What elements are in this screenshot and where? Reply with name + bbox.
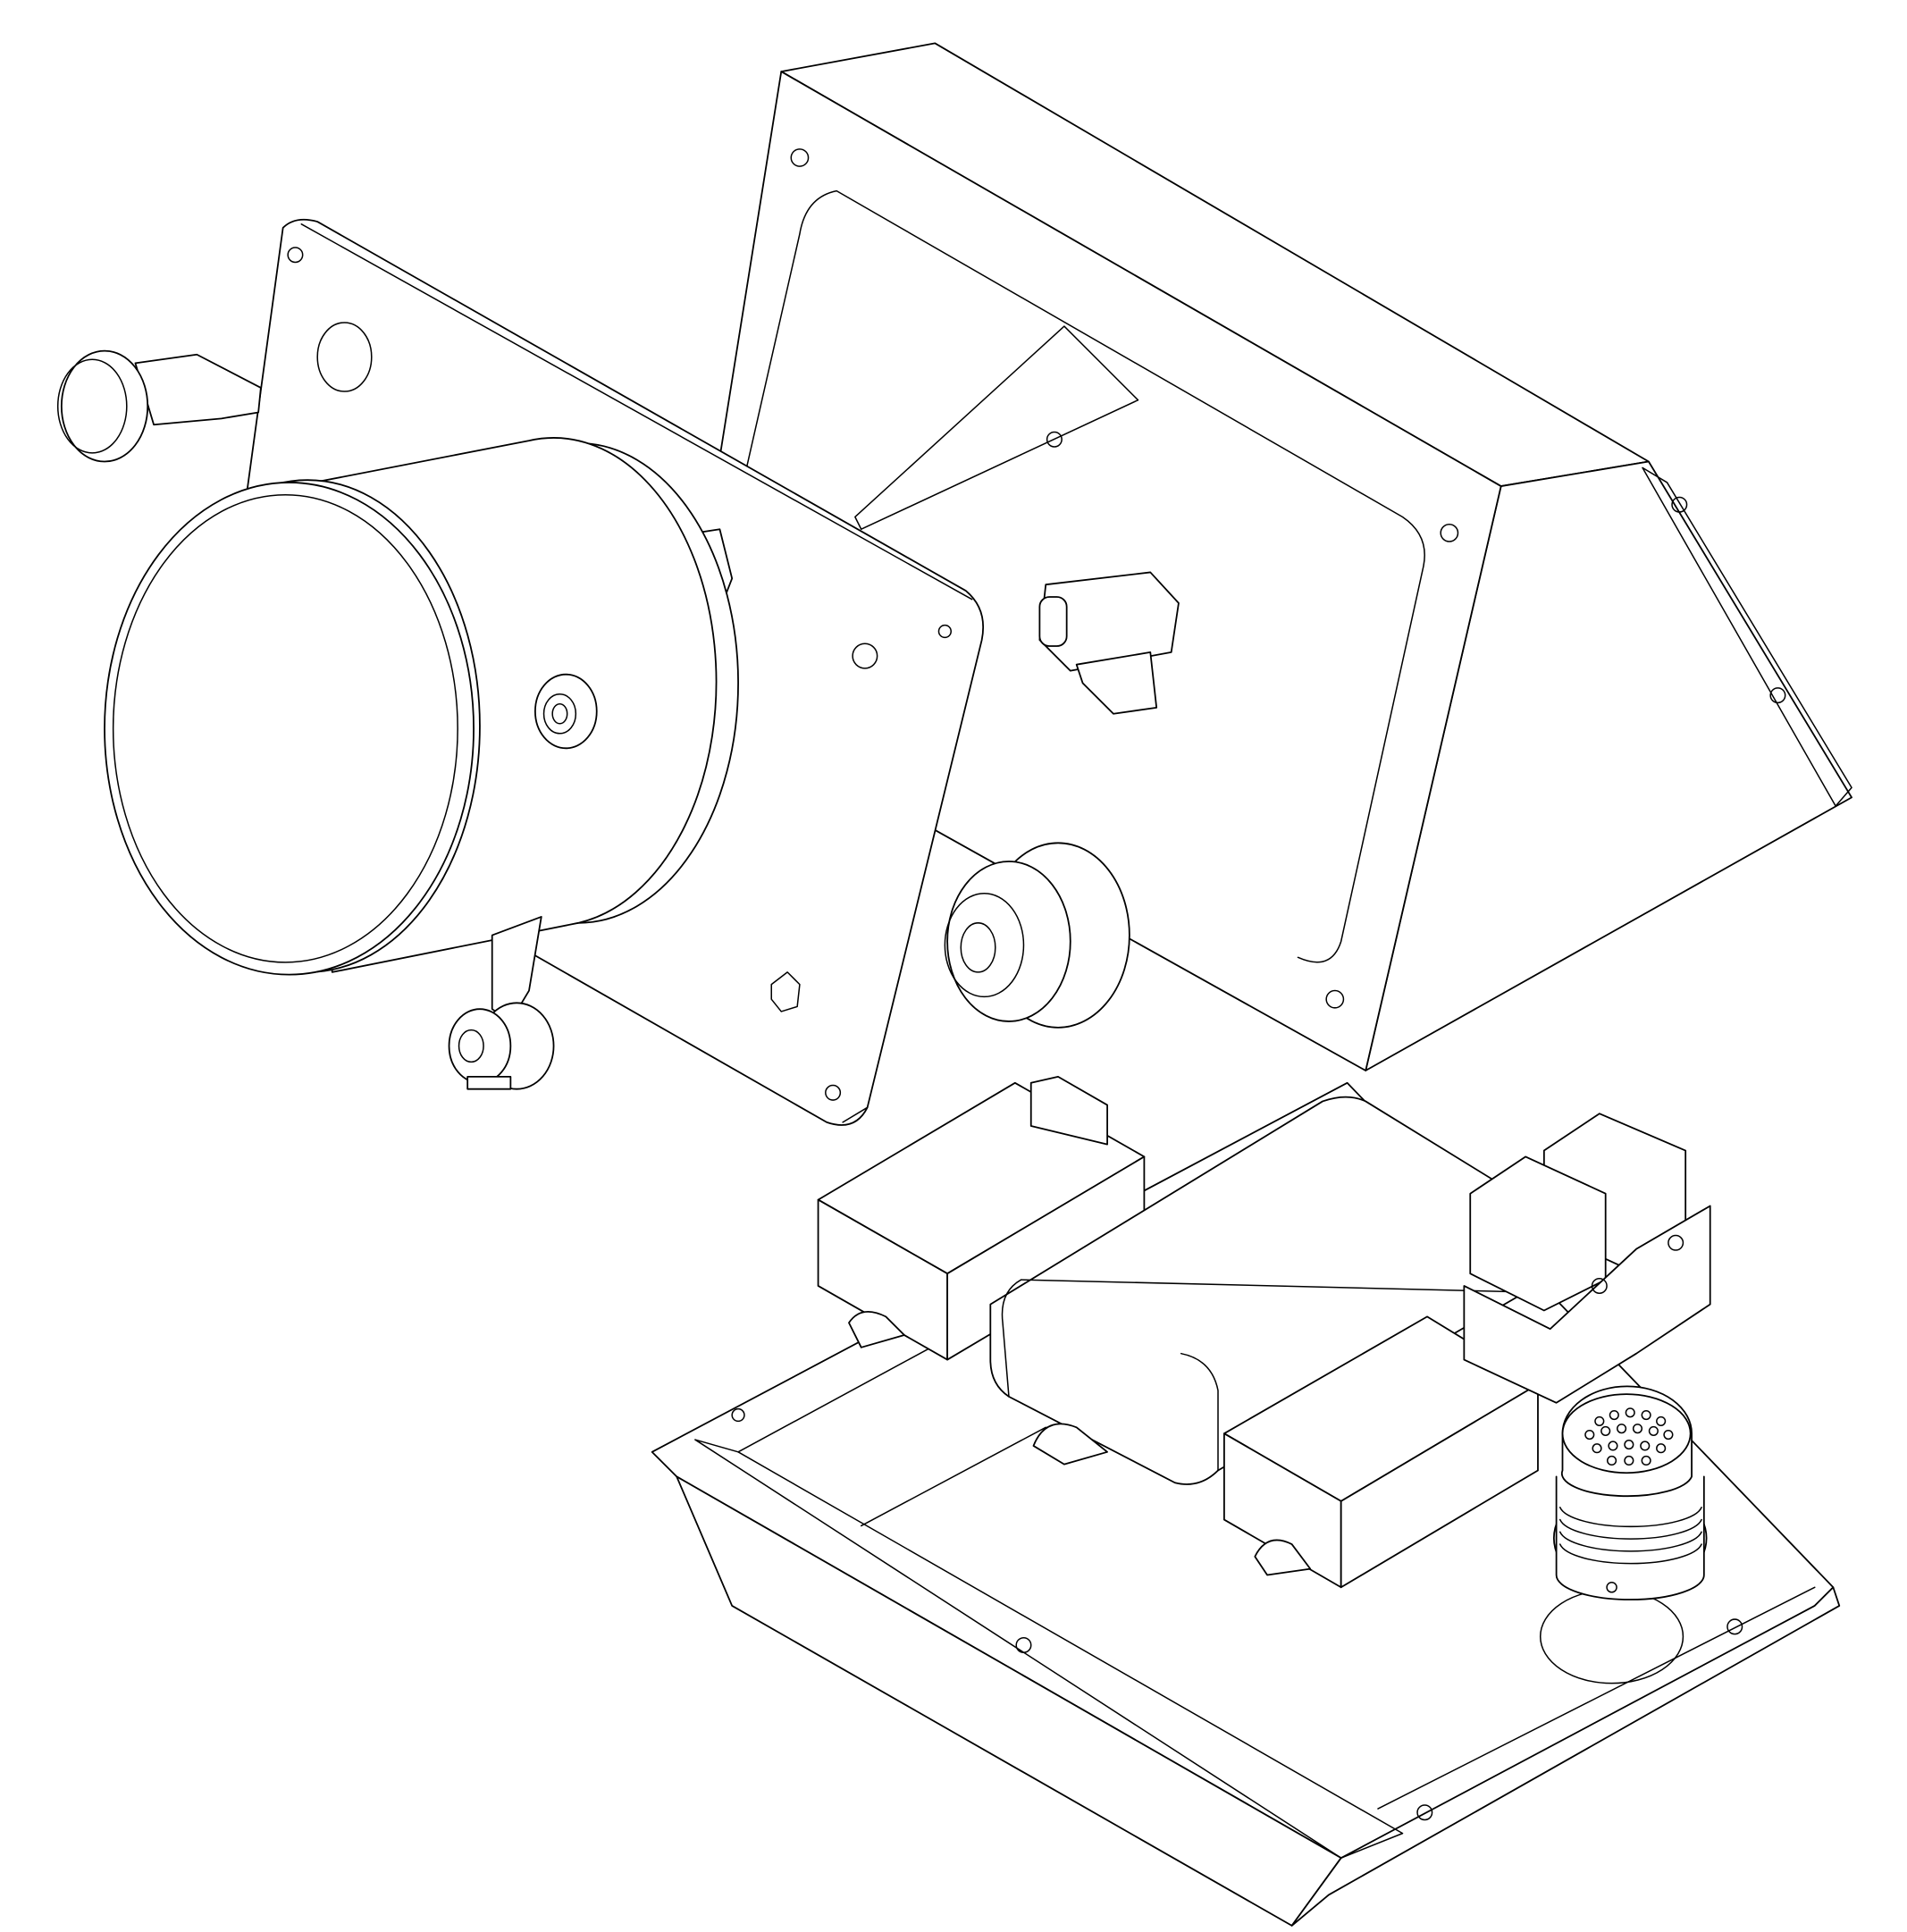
buzzer	[944, 842, 1130, 1029]
relay-box-right	[1222, 1315, 1539, 1589]
transformer-module	[989, 1096, 1527, 1485]
key-switch	[448, 916, 555, 1090]
plug-in-relays	[1463, 1113, 1711, 1404]
circular-connector	[1552, 1385, 1708, 1600]
rear-housing	[682, 42, 1852, 1071]
toggle-switch	[1038, 571, 1180, 715]
round-gauge	[104, 437, 739, 976]
connector-pins	[1584, 1407, 1674, 1466]
pushbutton-left	[56, 349, 262, 463]
